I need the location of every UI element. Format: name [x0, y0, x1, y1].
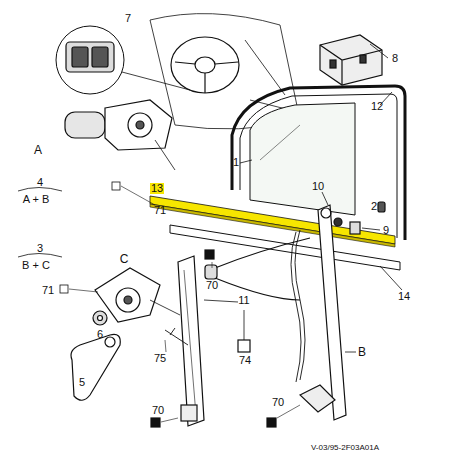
callout-number: 8	[391, 53, 399, 64]
callout-number: 14	[397, 291, 411, 302]
callout-number: 71	[153, 205, 167, 216]
callout-number: 71	[41, 285, 55, 296]
callout-number: 10	[311, 181, 325, 192]
callout-number: 74	[238, 355, 252, 366]
callout-number: B	[357, 346, 367, 358]
callout-number: 11	[237, 295, 250, 306]
callout-number: 2	[370, 201, 378, 212]
callout-number: 4	[36, 177, 44, 188]
callout-number: 13	[150, 183, 164, 194]
callout-number: 70	[271, 397, 285, 408]
callout-number: 75	[153, 353, 167, 364]
callout-number: 6	[96, 329, 104, 340]
callout-number: 70	[205, 280, 219, 291]
callout-number: 7	[124, 13, 132, 24]
callout-number: 70	[151, 405, 165, 416]
callout-number: 5	[78, 377, 86, 388]
callout-number: A	[33, 144, 43, 156]
callout-number: 3	[36, 243, 44, 254]
callout-number: 12	[370, 101, 384, 112]
callout-number: A + B	[22, 194, 51, 205]
callout-number: B + C	[21, 260, 51, 271]
callout-number: 1	[232, 157, 240, 168]
callout-number: 9	[382, 225, 390, 236]
callout-number: C	[119, 253, 130, 265]
drawing-code: V-03/95-2F03A01A	[310, 444, 380, 452]
